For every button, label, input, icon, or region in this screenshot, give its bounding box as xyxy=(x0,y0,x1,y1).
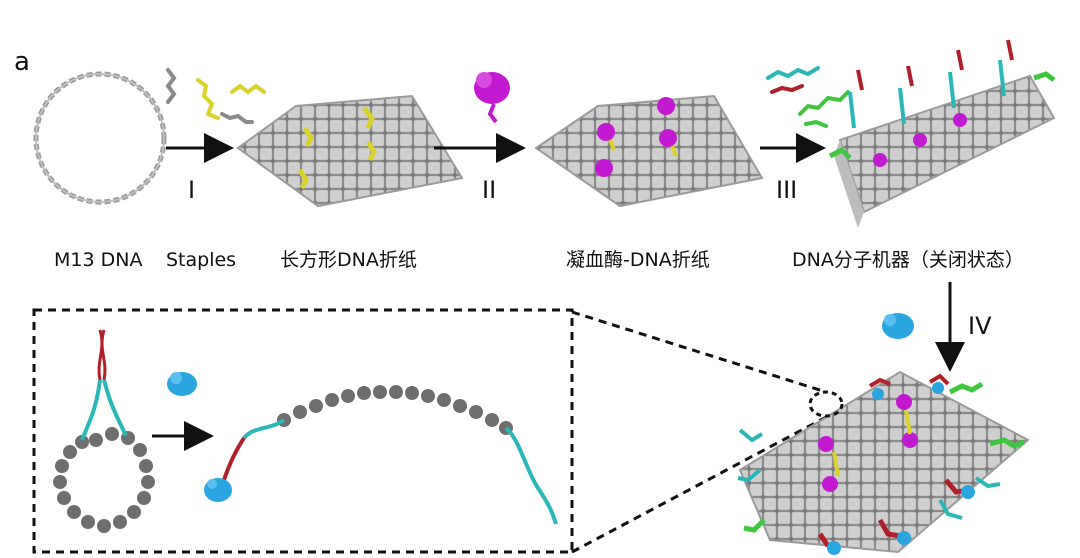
aptamer-and-lock-strands xyxy=(766,66,850,128)
step-1-label: I xyxy=(188,176,195,204)
label-staples: Staples xyxy=(166,249,236,271)
step-2-label: II xyxy=(482,176,496,204)
step-4-label: IV xyxy=(968,312,992,340)
label-m13-dna: M13 DNA xyxy=(54,249,142,271)
thrombin-dna-origami xyxy=(534,94,764,208)
label-machine-closed: DNA分子机器（关闭状态） xyxy=(792,249,1024,271)
dna-machine-open xyxy=(737,370,1030,555)
label-rect-origami: 长方形DNA折纸 xyxy=(280,249,417,271)
inset-target-protein xyxy=(167,372,197,396)
dna-machine-closed xyxy=(828,39,1056,228)
rectangular-dna-origami xyxy=(236,94,464,208)
m13-dna-circle xyxy=(33,71,167,205)
inset-frame xyxy=(32,308,574,554)
thrombin-molecule xyxy=(474,72,510,124)
inset-closed-loop xyxy=(53,329,155,533)
staple-strands xyxy=(165,68,266,124)
zoom-marker xyxy=(808,390,844,418)
label-thrombin-origami: 凝血酶-DNA折纸 xyxy=(566,249,710,271)
target-protein-blue xyxy=(882,313,914,339)
inset-open-arc xyxy=(204,385,558,525)
step-3-label: III xyxy=(776,176,797,204)
panel-letter: a xyxy=(14,47,30,77)
